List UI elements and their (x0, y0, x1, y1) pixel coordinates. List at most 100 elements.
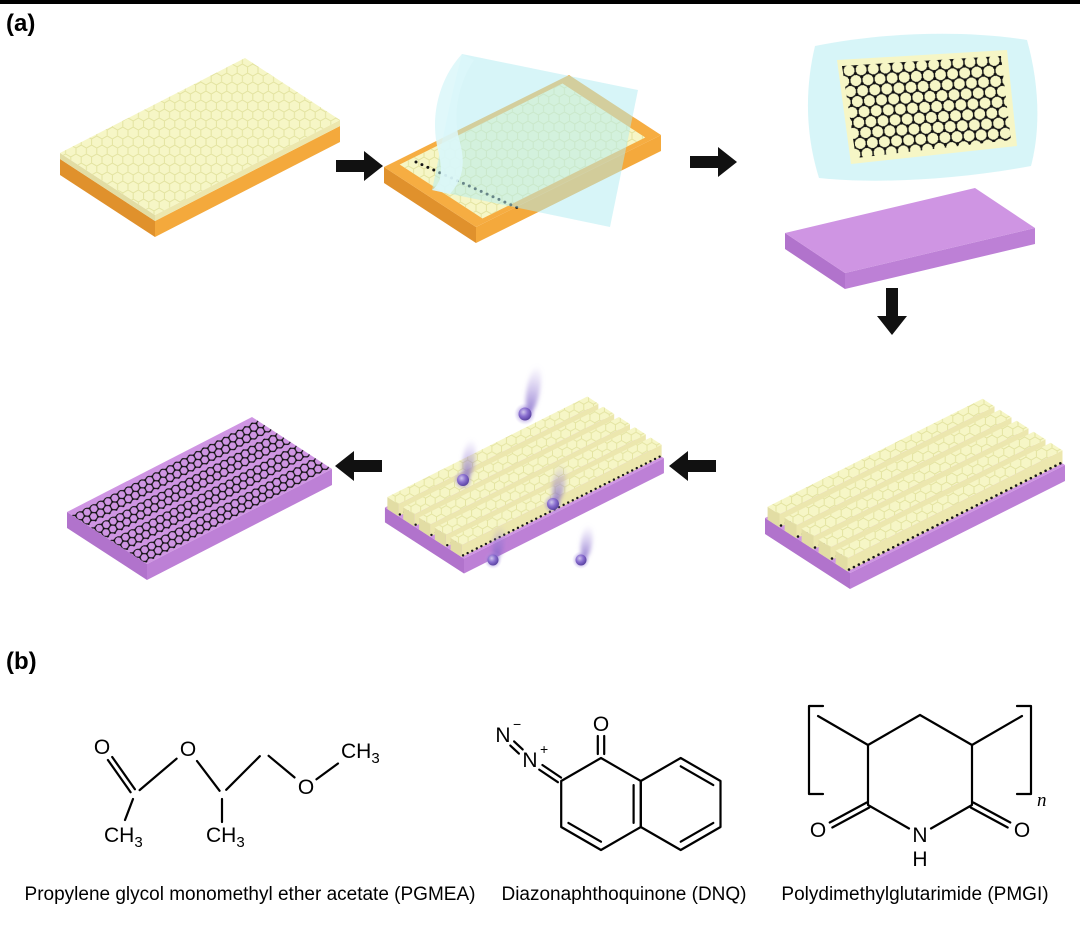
bond (225, 755, 261, 791)
panel-step-6-graphene-pattern (67, 417, 332, 580)
wafer-left-face (67, 512, 147, 580)
right-ring (639, 756, 722, 852)
caption-pgmea: Propylene glycol monomethyl ether acetat… (24, 884, 476, 905)
atom-N: N (912, 824, 927, 847)
inner-double-bond (679, 821, 715, 843)
caption-pmgi: Polydimethylglutarimide (PMGI) (781, 884, 1049, 905)
atom-O: O (180, 738, 196, 761)
wafer-front-face (147, 469, 332, 580)
minus-charge: − (513, 716, 521, 732)
inner-double-bond (679, 765, 715, 787)
arrow-left-2 (335, 451, 382, 481)
dnq-atoms: O N + N − (495, 713, 609, 772)
drop-sphere (457, 474, 469, 486)
drop-streak (462, 438, 476, 479)
carbonyl-double-bond (106, 758, 132, 794)
tape-body (432, 54, 638, 227)
wafer-left-face (785, 233, 845, 289)
carbonyl-double-bond (828, 801, 868, 824)
wafer-front-face (850, 465, 1065, 589)
drop-streak (492, 524, 505, 559)
top-border (0, 0, 1080, 4)
pmgi-bonds (807, 704, 1033, 830)
graphene-contact-dots (414, 160, 520, 210)
developer-drop (514, 365, 542, 425)
tape-sheet (432, 54, 638, 227)
atom-O: O (1014, 819, 1030, 842)
atom-O: O (94, 736, 110, 759)
atom-O: O (298, 776, 314, 799)
substrate-left-face (384, 167, 476, 243)
wafer-top-face (785, 188, 1035, 273)
diazo-double-bond (541, 763, 563, 779)
dnq-bonds (509, 734, 722, 852)
drop-sphere (487, 554, 499, 566)
film-hex-pattern (60, 58, 340, 215)
developer-drop (484, 524, 505, 569)
carbonyl-double-bond (111, 755, 137, 791)
stripe-hex-pattern (767, 398, 995, 515)
panel-step-4-patterned-resist (765, 398, 1065, 589)
panel-a-label: (a) (6, 10, 36, 37)
drop-streak (525, 365, 542, 413)
bond (267, 754, 296, 779)
atom-O: O (810, 819, 826, 842)
carbonyl-double-bond (969, 806, 1009, 829)
carbonyl-double-bond (972, 801, 1012, 824)
carbonyl-double-bond (831, 806, 871, 829)
left-bracket (807, 704, 825, 796)
pgmea-atoms: O O O CH3 CH3 CH3 (94, 736, 380, 851)
stripe-end-face (767, 506, 780, 528)
wafer-front-face (845, 228, 1035, 289)
panel-step-3-peel-off (785, 33, 1038, 289)
backbone-bond (816, 714, 870, 747)
repeat-index-n: n (1037, 790, 1047, 811)
substrate-left-face (60, 159, 155, 237)
drop-streak (552, 462, 566, 503)
atom-N-plus: N (522, 749, 537, 772)
ribbon-lattice (71, 420, 273, 526)
bond (138, 757, 178, 792)
ar_row-left-icon (335, 451, 382, 481)
panel-step-5-development (385, 365, 685, 617)
patterned-graphene-chip (67, 417, 332, 580)
atom-CH3: CH3 (341, 740, 380, 767)
pmgi-atoms: O O N H n (810, 790, 1047, 871)
drop-sphere (547, 498, 559, 510)
target-wafer (785, 188, 1035, 289)
drop-streak (580, 524, 593, 559)
bond (195, 759, 221, 792)
panel-step-2-lamination (384, 54, 661, 243)
inner-double-bond (567, 821, 603, 843)
arrow-right-icon (336, 151, 383, 181)
arrow-down (877, 288, 907, 335)
tape-with-graphene (807, 33, 1038, 181)
atom-CH3: CH3 (104, 824, 143, 851)
film-on-substrate (60, 58, 340, 237)
developer-drop (572, 524, 593, 569)
arrow-left-1 (669, 451, 716, 481)
ring (866, 713, 974, 830)
atom-O: O (593, 713, 609, 736)
diazo-double-bond (538, 768, 560, 784)
right-bracket (1015, 704, 1033, 796)
bond (123, 797, 135, 822)
nn-double-bond (509, 744, 521, 755)
left-ring (560, 756, 642, 852)
graphene-ribbon (71, 420, 273, 526)
developer-drop (543, 462, 566, 514)
wafer-left-face (765, 518, 850, 589)
backbone-bond (970, 714, 1024, 747)
drop-sphere (575, 554, 587, 566)
film-front-edge (155, 120, 340, 221)
arrow-left-icon (669, 451, 716, 481)
atom-CH3: CH3 (206, 824, 245, 851)
pgmea-bonds (106, 754, 340, 824)
tape-curl (432, 54, 474, 194)
panel-step-1-growth (60, 58, 340, 237)
structure-dnq: O N + N − (495, 713, 722, 852)
graphene-lattice (842, 56, 1011, 158)
structure-pgmea: O O O CH3 CH3 CH3 (94, 736, 380, 851)
film-left-edge (60, 153, 155, 221)
arrow-right-2 (690, 147, 737, 177)
